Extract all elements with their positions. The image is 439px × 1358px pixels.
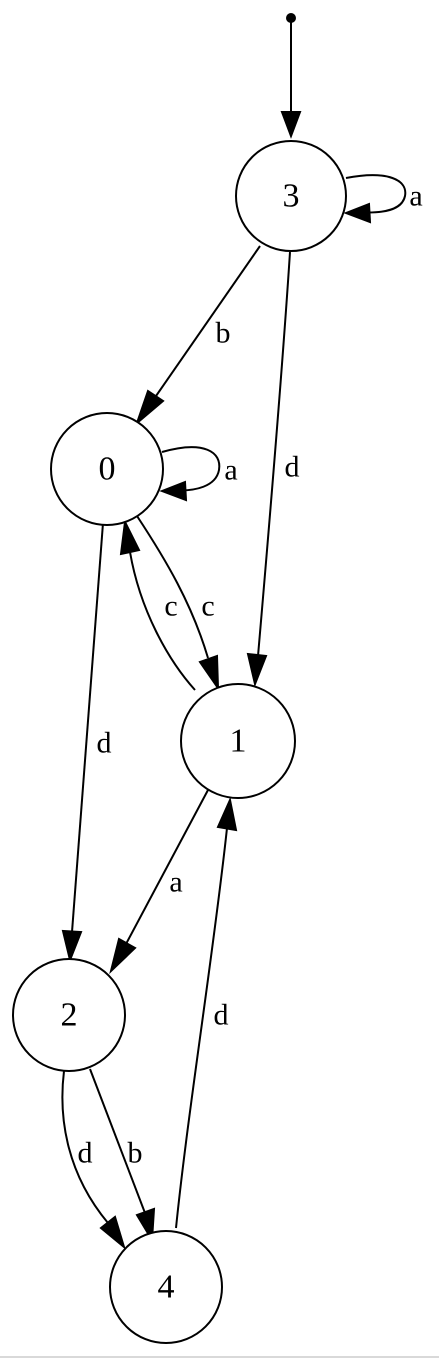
edge-1-2-a-label: a: [169, 866, 182, 899]
edge-3-0-b-arrowhead: [134, 389, 165, 427]
state-circle: [12, 958, 126, 1072]
edge-3-1-d-label: d: [285, 451, 300, 484]
edge-2-4-d-line: [61, 1070, 109, 1224]
state-circle: [180, 683, 296, 799]
edge-0-1-c-line: [136, 515, 209, 659]
edge-0-2-d-line: [71, 522, 104, 933]
initial-marker: [280, 13, 302, 139]
state-circle: [109, 1230, 223, 1344]
state-circle: [235, 140, 347, 252]
edge-0-1-c-label: c: [201, 590, 214, 623]
edge-3-0-b-line: [155, 245, 261, 397]
state-node-1[interactable]: 1: [180, 683, 296, 799]
edge-2-4-d: d: [61, 1070, 126, 1250]
edge-2-4-d-arrowhead: [99, 1215, 126, 1250]
start-edge-arrowhead: [280, 111, 302, 139]
state-label: 4: [158, 1269, 175, 1306]
state-label: 2: [61, 997, 78, 1034]
edge-1-2-a-arrowhead: [109, 937, 137, 975]
edge-4-1-d-line: [175, 827, 228, 1229]
edge-2-4-b: b: [89, 1068, 156, 1244]
edge-0-0-a-arrowhead: [159, 480, 188, 502]
edge-1-0-c-label: c: [164, 590, 177, 623]
edge-2-4-d-label: d: [78, 1137, 93, 1170]
edge-3-1-d: d: [246, 251, 300, 688]
edge-4-1-d-arrowhead: [216, 796, 238, 832]
edge-4-1-d: d: [175, 796, 238, 1229]
edge-1-0-c-arrowhead: [119, 518, 141, 556]
edge-0-2-d-arrowhead: [61, 929, 83, 964]
edge-3-0-b-label: b: [216, 317, 231, 350]
edge-2-4-b-label: b: [128, 1137, 143, 1170]
state-node-2[interactable]: 2: [12, 958, 126, 1072]
edge-0-0-a: a: [159, 446, 238, 502]
edge-3-0-b: b: [134, 245, 261, 427]
edge-0-1-c: c: [136, 515, 220, 692]
state-circle: [50, 412, 164, 526]
edge-3-3-a-label: a: [409, 180, 422, 213]
edge-0-2-d-label: d: [97, 727, 112, 760]
state-label: 0: [99, 451, 116, 488]
state-label: 1: [230, 723, 247, 760]
edge-2-4-b-arrowhead: [135, 1207, 156, 1244]
edge-1-0-c: c: [119, 518, 196, 691]
edge-3-3-a-arrowhead: [343, 202, 372, 224]
edge-1-2-a: a: [109, 789, 209, 975]
edge-0-1-c-arrowhead: [198, 654, 220, 692]
edge-0-0-a-line: [161, 446, 221, 492]
edge-4-1-d-label: d: [214, 999, 229, 1032]
edge-0-2-d: d: [61, 522, 112, 964]
state-label: 3: [283, 178, 300, 215]
edge-2-4-b-line: [89, 1068, 146, 1214]
state-node-4[interactable]: 4: [109, 1230, 223, 1344]
edge-3-1-d-arrowhead: [246, 652, 268, 688]
edge-3-3-a-line: [345, 174, 407, 214]
state-node-0[interactable]: 0: [50, 412, 164, 526]
edge-0-0-a-label: a: [224, 454, 237, 487]
bottom-divider: [0, 1356, 439, 1358]
edge-1-2-a-line: [125, 789, 209, 945]
state-node-3[interactable]: 3: [235, 140, 347, 252]
edge-3-3-a: a: [343, 174, 423, 224]
edge-1-0-c-line: [129, 551, 196, 691]
edge-3-1-d-line: [257, 251, 291, 657]
